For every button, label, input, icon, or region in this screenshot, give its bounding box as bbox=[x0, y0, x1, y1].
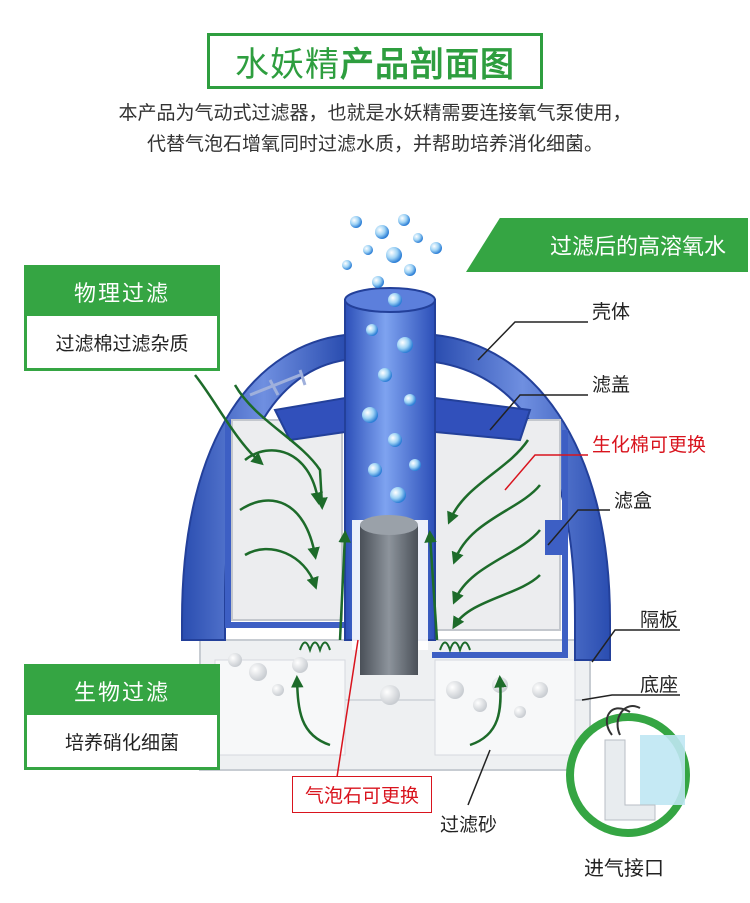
air-stone bbox=[360, 515, 418, 675]
label-air-stone: 气泡石可更换 bbox=[292, 776, 433, 813]
intro-line-2: 代替气泡石增氧同时过滤水质，并帮助培养消化细菌。 bbox=[146, 133, 603, 155]
physical-filter-box: 物理过滤 过滤棉过滤杂质 bbox=[24, 265, 220, 371]
bubbles bbox=[342, 214, 442, 503]
biological-filter-heading: 生物过滤 bbox=[27, 667, 217, 715]
label-sponge: 生化棉可更换 bbox=[592, 434, 707, 456]
label-base: 底座 bbox=[640, 674, 679, 696]
intro-line-1: 本产品为气动式过滤器，也就是水妖精需要连接氧气泵使用， bbox=[118, 102, 632, 124]
air-inlet-inset bbox=[566, 705, 690, 837]
title-part1: 水妖精 bbox=[235, 44, 340, 85]
output-water-banner: 过滤后的高溶氧水 bbox=[466, 218, 748, 272]
label-lid: 滤盖 bbox=[592, 374, 631, 396]
label-partition: 隔板 bbox=[640, 609, 679, 631]
physical-filter-heading: 物理过滤 bbox=[27, 268, 217, 316]
flow-arrows bbox=[194, 374, 541, 747]
label-air-inlet: 进气接口 bbox=[584, 856, 664, 880]
label-filter-box: 滤盒 bbox=[614, 490, 653, 512]
biological-filter-desc: 培养硝化细菌 bbox=[64, 731, 179, 754]
label-shell: 壳体 bbox=[592, 301, 631, 323]
title-part2: 产品剖面图 bbox=[340, 44, 515, 85]
label-filter-sand: 过滤砂 bbox=[440, 814, 498, 836]
physical-filter-desc: 过滤棉过滤杂质 bbox=[55, 332, 189, 355]
flow-loops bbox=[299, 641, 471, 654]
page-title: 水妖精产品剖面图 bbox=[207, 33, 543, 89]
intro-text: 本产品为气动式过滤器，也就是水妖精需要连接氧气泵使用， 代替气泡石增氧同时过滤水… bbox=[40, 98, 710, 160]
biological-filter-box: 生物过滤 培养硝化细菌 bbox=[24, 664, 220, 770]
